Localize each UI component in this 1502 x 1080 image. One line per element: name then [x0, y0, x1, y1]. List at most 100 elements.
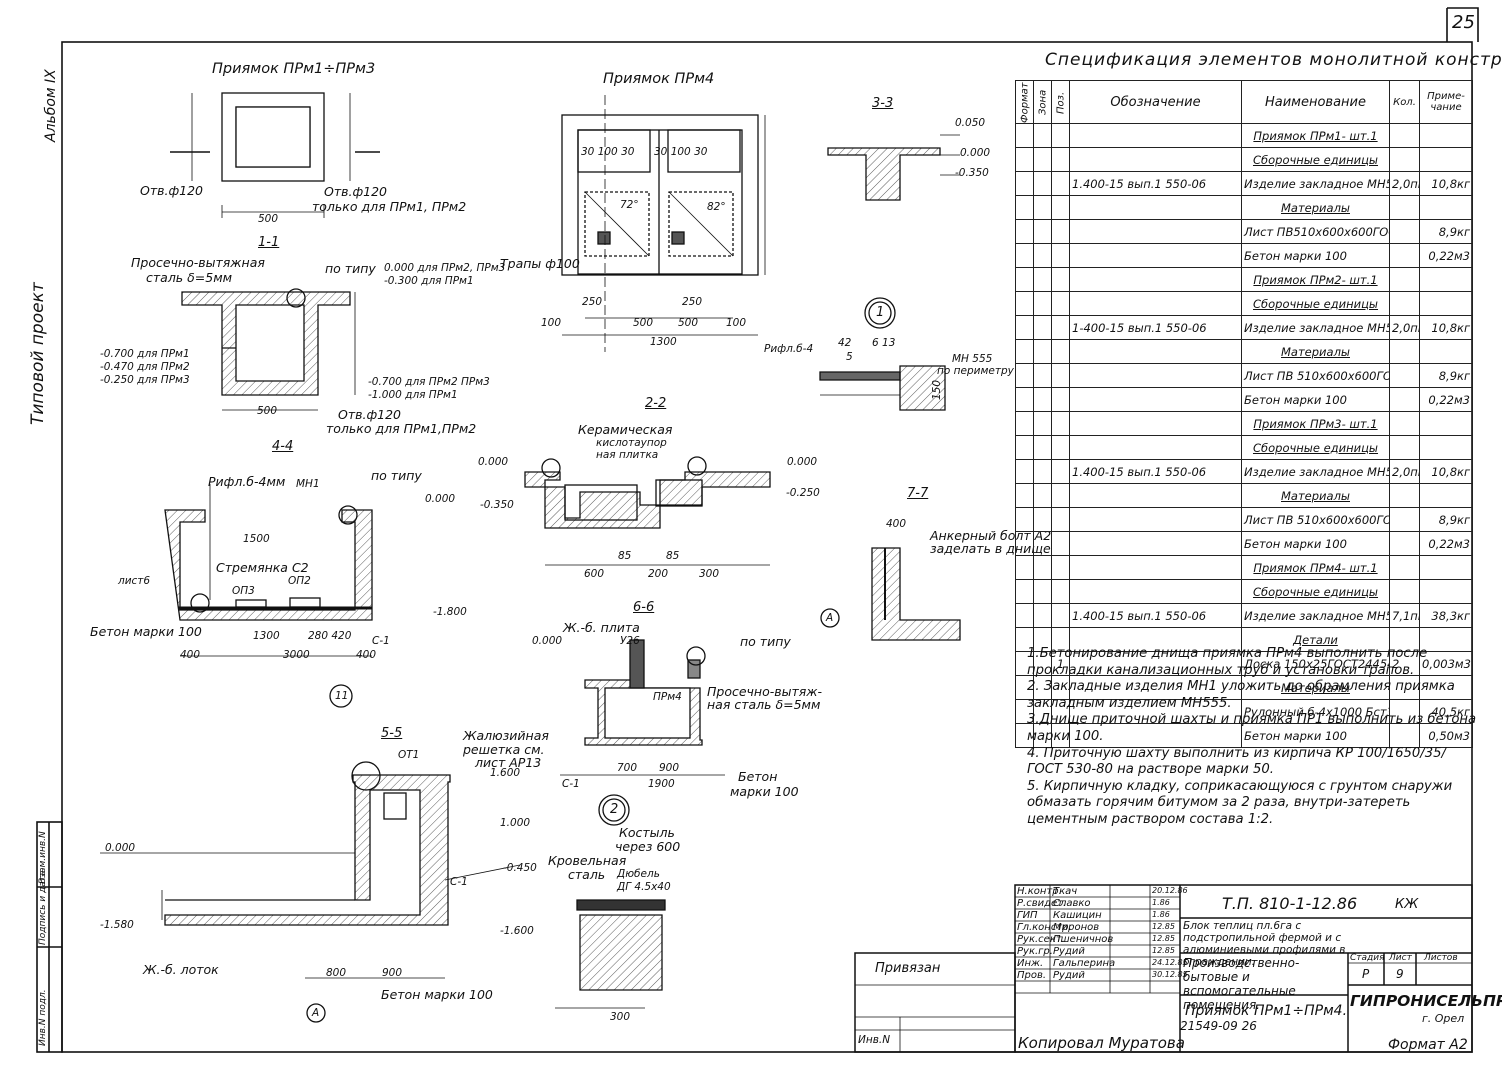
title-stage: Р	[1362, 967, 1370, 981]
spec-cell-code	[1069, 579, 1242, 604]
inv-number: 21549-09 26	[1180, 1019, 1257, 1033]
dim-500-b: 500	[678, 317, 699, 329]
typical-project-label: Типовой проект	[28, 282, 48, 425]
title-role-date: 1.86	[1152, 910, 1170, 919]
spec-cell-note: 8,9кг	[1419, 507, 1473, 532]
elev-1600: 1.600	[490, 767, 521, 779]
steel-label-1: Просечно-вытяжная	[131, 255, 265, 270]
section-7-7-title: 7-7	[907, 486, 929, 501]
spec-cell-pos	[1051, 459, 1070, 484]
dim-400-a: 400	[180, 649, 201, 661]
elev-0050: 0.050	[955, 117, 986, 129]
spec-cell-format	[1015, 411, 1034, 436]
dim-700: 700	[617, 762, 638, 774]
dim-42: 42	[838, 337, 852, 349]
spec-cell-code	[1069, 291, 1242, 316]
spec-cell-note	[1419, 123, 1473, 148]
level-0-2: -0.300 для ПРм1	[384, 275, 474, 287]
elev-0350-a: -0.350	[955, 167, 989, 179]
spec-cell-pos	[1051, 531, 1070, 556]
kostyl-label: Костыль	[619, 825, 675, 840]
spec-cell-name: Бетон марки 100	[1241, 531, 1390, 556]
steel-label-1b: сталь δ=5мм	[146, 270, 233, 285]
spec-row: Материалы	[1015, 339, 1473, 364]
dim-900-b: 900	[382, 967, 403, 979]
grate-label: Жалюзийная	[463, 728, 549, 743]
spec-cell-code: 1.400-15 вып.1 550-06	[1069, 603, 1242, 628]
spec-cell-zone	[1033, 603, 1052, 628]
spec-header-name: Наименование	[1241, 80, 1390, 124]
spec-header-qty: Кол.	[1389, 80, 1420, 124]
spec-cell-pos	[1051, 507, 1070, 532]
spec-cell-qty	[1389, 699, 1420, 724]
spec-cell-pos	[1051, 387, 1070, 412]
spec-cell-pos	[1051, 291, 1070, 316]
spec-cell-pos	[1051, 243, 1070, 268]
prm4-mark: ПРм4	[653, 691, 682, 703]
mn555-perimeter: по периметру	[937, 365, 1014, 377]
spec-cell-qty	[1389, 363, 1420, 388]
title-role-role: Гл.констр.	[1017, 922, 1072, 933]
hole-label-1: Отв.ф120	[140, 183, 204, 198]
spec-cell-note	[1419, 555, 1473, 580]
spec-cell-pos	[1051, 579, 1070, 604]
callout-a-2: A	[312, 1007, 320, 1019]
spec-cell-pos	[1051, 171, 1070, 196]
spec-cell-format	[1015, 507, 1034, 532]
concrete-label-4: Бетон марки 100	[381, 987, 493, 1002]
po-tipu-3: по типу	[740, 634, 791, 649]
spec-cell-name: Материалы	[1241, 675, 1390, 700]
hole-note-3: только для ПРм1,ПРм2	[326, 421, 477, 436]
spec-cell-code	[1069, 531, 1242, 556]
spec-cell-code	[1069, 723, 1242, 748]
spec-row: Приямок ПРм1- шт.1	[1015, 123, 1473, 148]
spec-row: Сборочные единицы	[1015, 435, 1473, 460]
spec-cell-name: Материалы	[1241, 195, 1390, 220]
spec-cell-qty: 2,0пм	[1389, 459, 1420, 484]
dim-85-b: 85	[666, 550, 680, 562]
s1-label-b: С-1	[562, 778, 580, 790]
spec-cell-code	[1069, 123, 1242, 148]
title-sheet: 9	[1396, 967, 1404, 981]
dim-500-plan: 500	[258, 213, 279, 225]
spec-cell-zone	[1033, 171, 1052, 196]
spec-cell-qty	[1389, 411, 1420, 436]
title-mark: КЖ	[1395, 897, 1419, 912]
title-sheets-label: Листов	[1424, 953, 1458, 963]
spec-cell-qty	[1389, 387, 1420, 412]
dim-30-100-30: 30 100 30	[581, 146, 635, 158]
spec-cell-format	[1015, 387, 1034, 412]
spec-cell-code: 1.400-15 вып.1 550-06	[1069, 459, 1242, 484]
elev-0000-e: 0.000	[532, 635, 563, 647]
dim-250-a: 250	[582, 296, 603, 308]
spec-cell-note	[1419, 483, 1473, 508]
note-1: 1.Бетонирование днища приямка ПРм4 выпол…	[1027, 646, 1428, 678]
spec-cell-zone	[1033, 435, 1052, 460]
section-7-7	[820, 547, 961, 641]
dim-72: 72°	[620, 199, 639, 211]
dubel-label: Дюбель	[617, 868, 660, 880]
title-role-name: Миронов	[1053, 922, 1100, 933]
spec-cell-qty	[1389, 483, 1420, 508]
title-role-date: 20.12.86	[1152, 886, 1188, 895]
spec-cell-name: Лист ПВ510х600х600ГОСТ8706-78	[1241, 219, 1390, 244]
kostyl-label-2: через 600	[615, 839, 681, 854]
spec-cell-format	[1015, 363, 1034, 388]
title-role-date: 24.12.85	[1152, 958, 1188, 967]
elev-0350-b: -0.350	[480, 499, 514, 511]
spec-cell-zone	[1033, 195, 1052, 220]
spec-cell-name: Изделие закладное МН555	[1241, 315, 1390, 340]
spec-row: Сборочные единицы	[1015, 147, 1473, 172]
copied-by: Копировал Муратова	[1018, 1034, 1185, 1052]
ceramic-label: Керамическая	[578, 422, 673, 437]
dim-85-a: 85	[618, 550, 632, 562]
spec-row: Детали	[1015, 627, 1473, 652]
spec-cell-name: Материалы	[1241, 339, 1390, 364]
elev-0000-c: 0.000	[787, 456, 818, 468]
rifl-label-1: Рифл.б-4	[764, 343, 814, 355]
stair-label: Стремянка С2	[216, 560, 309, 575]
spec-row: Сборочные единицы	[1015, 579, 1473, 604]
album-label: Альбом IX	[43, 69, 59, 142]
spec-cell-code	[1069, 147, 1242, 172]
